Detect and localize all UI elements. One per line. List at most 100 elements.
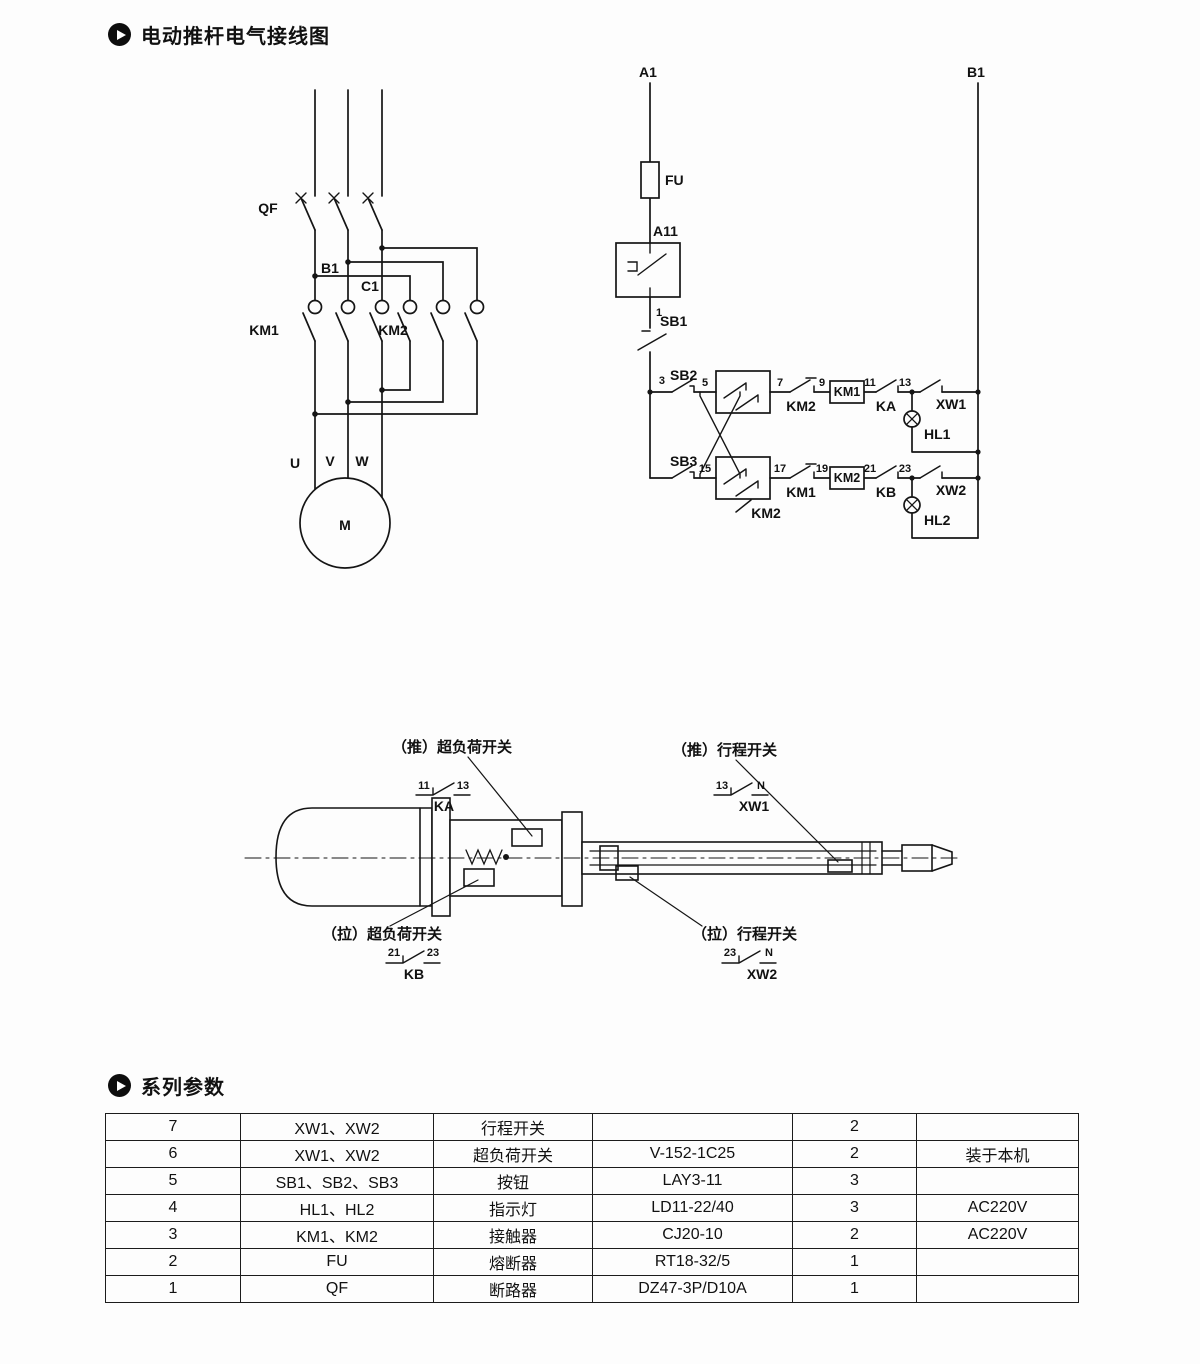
wire-19-label: 19 [816, 463, 828, 475]
kb-contact [875, 465, 899, 479]
interlock-cross-wiring [699, 391, 741, 479]
cell-no: 3 [105, 1221, 241, 1249]
cell-code: QF [240, 1275, 434, 1303]
motor-body [275, 807, 433, 907]
km1-coil-symbol [829, 380, 865, 404]
circuit-and-actuator-diagram: QF B1 C1 KM1 KM2 U V W M [244, 64, 985, 982]
km2-nc-interlock [789, 377, 817, 393]
rung2-switch-box [715, 456, 771, 500]
cell-qty: 1 [792, 1275, 917, 1303]
qf-label: QF [258, 200, 278, 216]
cell-no: 6 [105, 1140, 241, 1168]
gearbox-flange [561, 811, 583, 907]
wire-13-label: 13 [899, 377, 911, 389]
b1-wire-label: B1 [321, 260, 339, 276]
sb2-contact [671, 379, 695, 393]
pull-travel-label: （拉）行程开关 [692, 925, 797, 943]
xw1-glyph-label: XW1 [739, 798, 770, 814]
km2-feed-taps [314, 247, 478, 301]
cell-code: XW1、XW2 [240, 1140, 434, 1168]
cell-model: DZ47-3P/D10A [592, 1275, 793, 1303]
table-row: 5 SB1、SB2、SB3 按钮 LAY3-11 3 [105, 1167, 1079, 1195]
sb1-stop-button [637, 330, 667, 351]
xw2-label: XW2 [936, 482, 967, 498]
table-row: 6 XW1、XW2 超负荷开关 V-152-1C25 2 装于本机 [105, 1140, 1079, 1168]
cell-code: KM1、KM2 [240, 1221, 434, 1249]
wire-9-label: 9 [819, 377, 825, 389]
km1-nc-label: KM1 [786, 484, 816, 500]
play-bullet-icon [108, 1074, 131, 1097]
pull-overload-label: （拉）超负荷开关 [322, 925, 442, 943]
a11-label: A11 [653, 223, 678, 239]
u-label: U [290, 455, 300, 471]
push-overload-label: （推）超负荷开关 [392, 738, 512, 756]
cell-model: RT18-32/5 [592, 1248, 793, 1276]
cell-name: 断路器 [433, 1275, 593, 1303]
supply-rails [649, 82, 979, 539]
wire-3-label: 3 [659, 375, 665, 387]
km1-coil-label: KM1 [834, 385, 860, 399]
callout-leader-lines [389, 756, 839, 927]
xw1-label: XW1 [936, 396, 967, 412]
kb-glyph-label: KB [404, 966, 424, 982]
km1-nc-interlock [789, 463, 817, 479]
fu-label: FU [665, 172, 684, 188]
cell-model: V-152-1C25 [592, 1140, 793, 1168]
hl2-label: HL2 [924, 512, 951, 528]
wire-17-label: 17 [774, 463, 786, 475]
xw2-terminal-n: N [765, 947, 773, 959]
a1-terminal-label: A1 [639, 64, 657, 80]
cell-name: 按钮 [433, 1167, 593, 1195]
play-bullet-icon [108, 23, 131, 46]
kb-terminal-23: 23 [427, 947, 439, 959]
hl2-lamp [903, 477, 979, 539]
wire-15-label: 15 [699, 463, 711, 475]
xw2-contact-glyph [721, 950, 777, 964]
cell-no: 7 [105, 1113, 241, 1141]
cell-no: 5 [105, 1167, 241, 1195]
km1-main-contacts [302, 299, 390, 342]
control-junction-dots [647, 389, 981, 481]
cell-code: XW1、XW2 [240, 1113, 434, 1141]
km2-aux-label: KM2 [751, 505, 781, 521]
motor-flange [431, 797, 451, 917]
km2-aux-contact [735, 499, 752, 513]
motor-label: M [339, 517, 351, 533]
cell-note: AC220V [916, 1221, 1079, 1249]
cell-model: CJ20-10 [592, 1221, 793, 1249]
cell-note: 装于本机 [916, 1140, 1079, 1168]
fuse-symbol [640, 161, 660, 199]
params-section-header: 系列参数 [108, 1071, 225, 1100]
xw1-contact [919, 379, 943, 393]
kb-contact-glyph [385, 950, 441, 964]
wiring-section-title: 电动推杆电气接线图 [141, 26, 330, 48]
cell-note: AC220V [916, 1194, 1079, 1222]
cell-qty: 2 [792, 1140, 917, 1168]
xw2-terminal-23: 23 [724, 947, 736, 959]
c1-wire-label: C1 [361, 278, 379, 294]
actuator-labels: （推）超负荷开关 11 13 KA （推）行程开关 13 N XW1 （拉）超负… [322, 738, 797, 982]
wire-11-label: 11 [864, 377, 876, 389]
table-row: 4 HL1、HL2 指示灯 LD11-22/40 3 AC220V [105, 1194, 1079, 1222]
ka-glyph-label: KA [434, 798, 454, 814]
w-label: W [355, 453, 369, 469]
ka-contact [875, 379, 899, 393]
wire-7-label: 7 [777, 377, 783, 389]
pull-overload-switch-block [463, 868, 495, 887]
cell-name: 指示灯 [433, 1194, 593, 1222]
sb2-label: SB2 [670, 367, 697, 383]
cell-code: HL1、HL2 [240, 1194, 434, 1222]
push-travel-label: （推）行程开关 [672, 741, 777, 759]
push-travel-switch-block [827, 859, 853, 873]
kb-terminal-21: 21 [388, 947, 400, 959]
km2-coil-label: KM2 [834, 471, 860, 485]
sb1-label: SB1 [660, 313, 687, 329]
cell-name: 接触器 [433, 1221, 593, 1249]
cell-code: SB1、SB2、SB3 [240, 1167, 434, 1195]
km2-nc-label: KM2 [786, 398, 816, 414]
params-section-title: 系列参数 [141, 1077, 225, 1099]
wire-1-label: 1 [656, 307, 662, 319]
sb3-contact [671, 465, 695, 479]
cell-name: 超负荷开关 [433, 1140, 593, 1168]
cell-model: LAY3-11 [592, 1167, 793, 1195]
